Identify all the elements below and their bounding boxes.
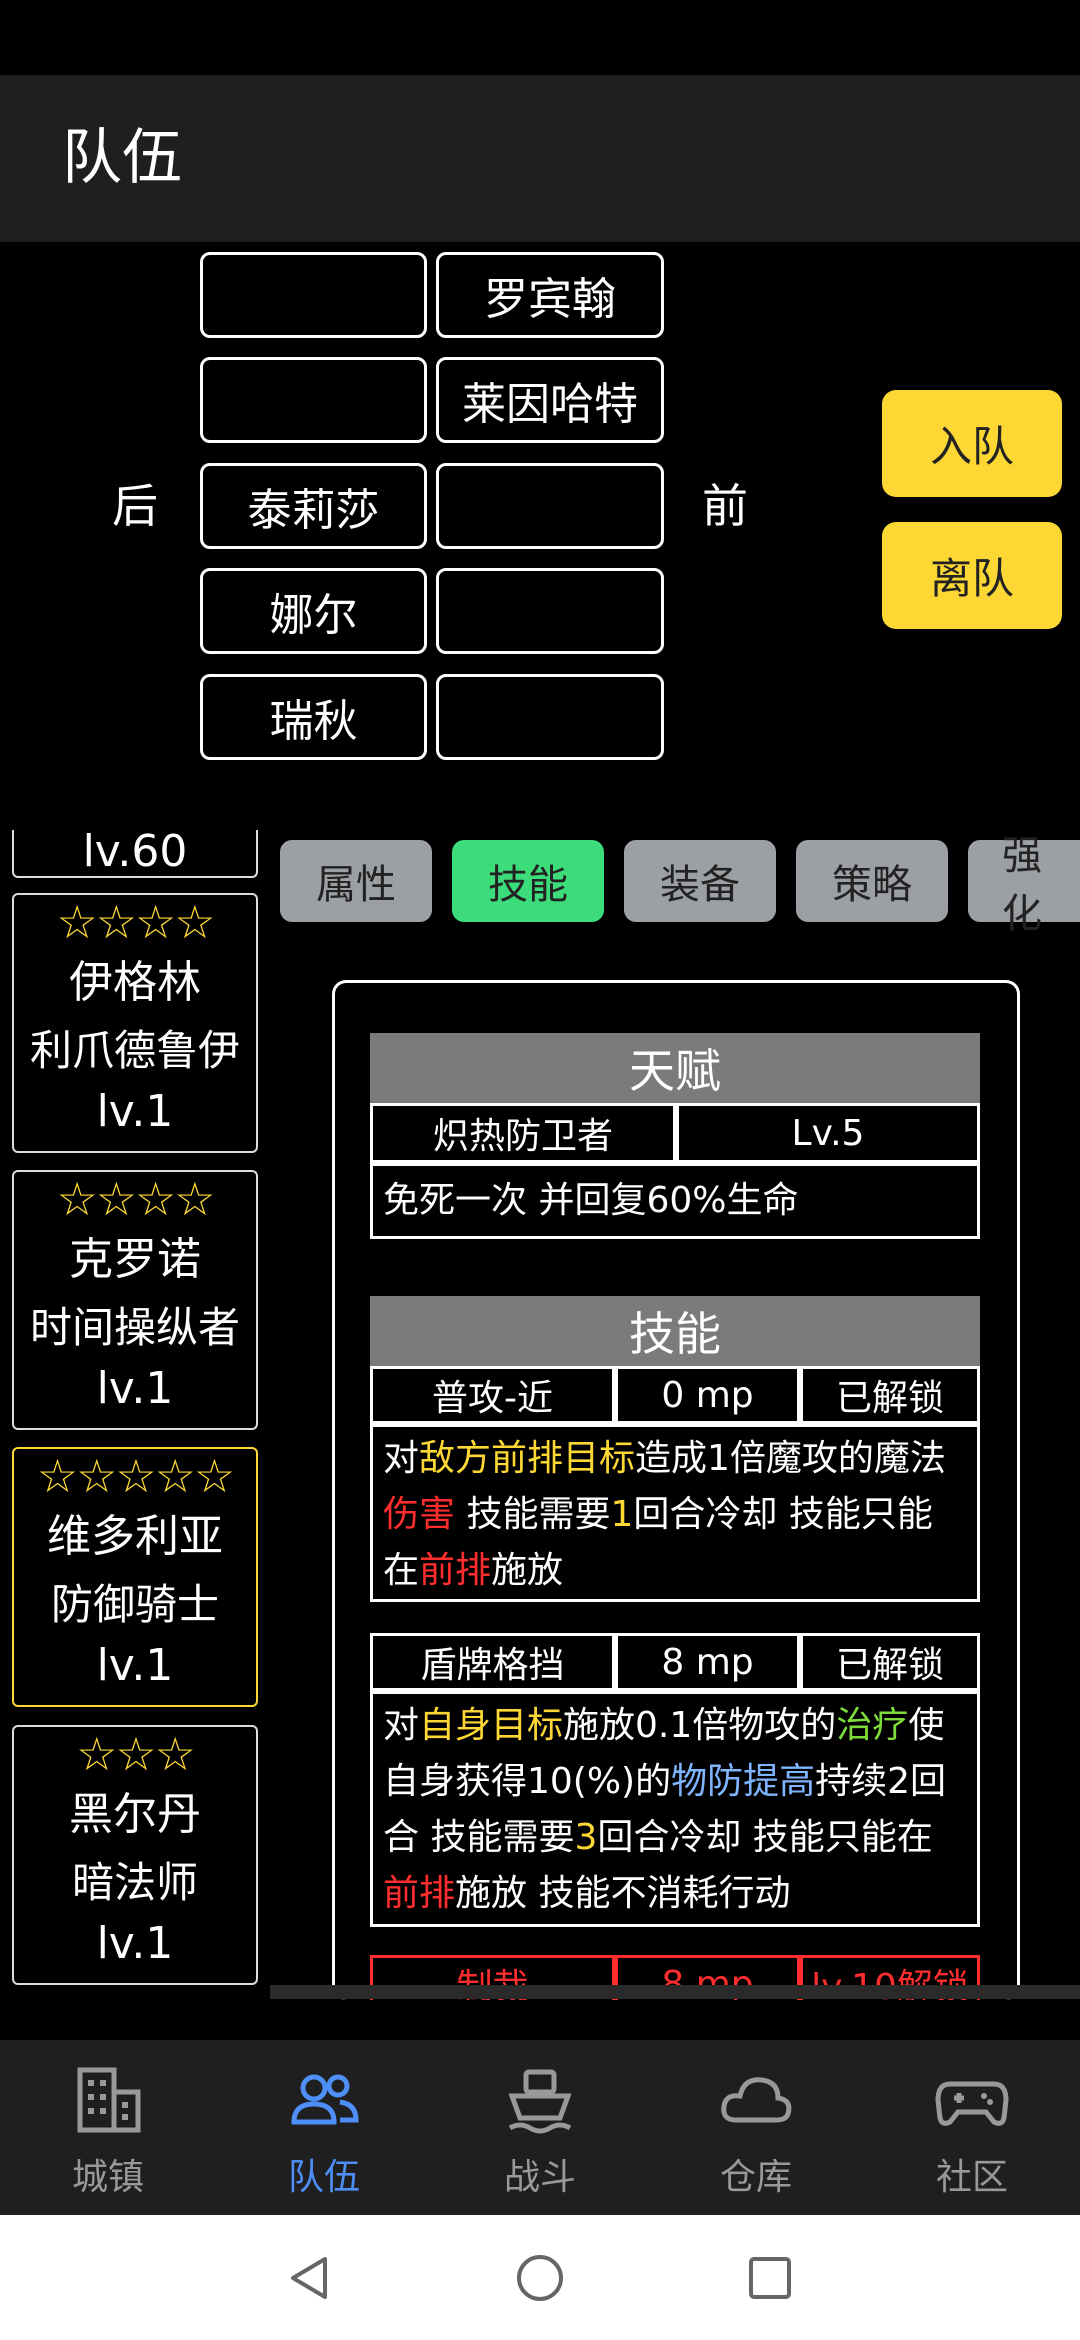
skill-mp-cost: 0 mp [615,1366,800,1424]
app-bar: 队伍 [0,75,1080,242]
formation-slot-front-5[interactable] [436,674,664,760]
hero-stars: ☆☆☆☆ [56,1172,216,1226]
formation-slot-back-4[interactable]: 娜尔 [200,568,427,654]
formation-slot-back-3[interactable]: 泰莉莎 [200,463,427,549]
skills-heading: 技能 [370,1296,980,1366]
skill-status: 已解锁 [800,1366,980,1424]
hero-class: 暗法师 [71,1858,198,1907]
back-icon[interactable] [285,2253,335,2303]
team-icon [291,2074,359,2125]
hero-stars: ☆☆☆☆☆ [36,1449,235,1503]
nav-team[interactable]: 队伍 [216,2040,432,2215]
talent-heading: 天赋 [370,1033,980,1103]
status-bar [0,0,1080,75]
bottom-navigation: 城镇 队伍 战斗 仓库 社区 [0,2040,1080,2215]
formation-slot-back-2[interactable] [200,357,427,443]
hero-name: 维多利亚 [47,1511,223,1562]
ship-icon [508,2069,572,2134]
tab-equipment[interactable]: 装备 [624,840,776,922]
hero-level: lv.60 [82,830,188,877]
skill-name: 盾牌格挡 [370,1633,615,1691]
hero-card[interactable]: ☆☆☆☆ 克罗诺 时间操纵者 lv.1 [12,1170,258,1430]
talent-name: 炽热防卫者 [370,1103,676,1163]
hero-class: 利爪德鲁伊 [29,1026,240,1075]
back-row-label: 后 [112,479,158,533]
leave-team-button[interactable]: 离队 [882,522,1062,629]
tab-strategy[interactable]: 策略 [796,840,948,922]
skill-description: 对自身目标施放0.1倍物攻的治疗使自身获得10(%)的物防提高持续2回合 技能需… [370,1691,980,1927]
system-navigation-bar [0,2215,1080,2340]
hero-stars: ☆☆☆☆ [56,895,216,949]
nav-storage[interactable]: 仓库 [648,2040,864,2215]
hero-name: 伊格林 [69,957,201,1008]
cloud-icon [721,2077,792,2123]
hero-card-selected[interactable]: ☆☆☆☆☆ 维多利亚 防御骑士 lv.1 [12,1447,258,1707]
skill-panel[interactable]: 天赋 炽热防卫者 Lv.5 免死一次 并回复60%生命 技能 普攻-近 0 mp… [332,980,1020,2000]
formation-slot-back-1[interactable] [200,252,427,338]
hero-card[interactable]: ☆☆☆ 黑尔丹 暗法师 lv.1 [12,1725,258,1985]
tab-enhance[interactable]: 强化 [968,833,1080,937]
tab-skills[interactable]: 技能 [452,840,604,922]
hero-level: lv.1 [96,1918,174,1969]
building-icon [77,2067,141,2133]
nav-label: 队伍 [287,2157,360,2198]
hero-name: 黑尔丹 [69,1789,201,1840]
nav-label: 社区 [935,2157,1008,2198]
front-row-label: 前 [702,479,748,533]
hero-card[interactable]: ☆☆☆☆ 伊格林 利爪德鲁伊 lv.1 [12,893,258,1153]
hero-class: 时间操纵者 [29,1303,240,1352]
hero-level: lv.1 [96,1640,174,1691]
skill-description: 对敌方前排目标造成1倍魔攻的魔法伤害 技能需要1回合冷却 技能只能在前排施放 [370,1424,980,1602]
skill-name: 普攻-近 [370,1366,615,1424]
recents-icon[interactable] [745,2253,795,2303]
nav-community[interactable]: 社区 [864,2040,1080,2215]
tab-attributes[interactable]: 属性 [280,840,432,922]
formation-slot-front-1[interactable]: 罗宾翰 [436,252,664,338]
nav-label: 战斗 [503,2157,576,2198]
talent-description: 免死一次 并回复60%生命 [370,1163,980,1239]
hero-level: lv.1 [96,1086,174,1137]
talent-level: Lv.5 [676,1103,980,1163]
hero-class: 防御骑士 [50,1580,219,1629]
nav-label: 仓库 [719,2157,792,2198]
formation-slot-front-2[interactable]: 莱因哈特 [436,357,664,443]
formation-slot-front-3[interactable] [436,463,664,549]
join-team-button[interactable]: 入队 [882,390,1062,497]
gamepad-icon [935,2081,1009,2126]
formation-slot-back-5[interactable]: 瑞秋 [200,674,427,760]
hero-card[interactable]: lv.60 [12,830,258,878]
nav-label: 城镇 [71,2157,144,2198]
hero-name: 克罗诺 [69,1234,201,1285]
skill-mp-cost: 8 mp [615,1633,800,1691]
skill-status: 已解锁 [800,1633,980,1691]
nav-town[interactable]: 城镇 [0,2040,216,2215]
formation-slot-front-4[interactable] [436,568,664,654]
hero-level: lv.1 [96,1363,174,1414]
nav-battle[interactable]: 战斗 [432,2040,648,2215]
horizontal-scrollbar[interactable] [270,1985,1080,1999]
hero-list[interactable]: lv.60 ☆☆☆☆ 伊格林 利爪德鲁伊 lv.1 ☆☆☆☆ 克罗诺 时间操纵者… [0,830,270,1990]
page-title: 队伍 [62,123,182,193]
home-icon[interactable] [515,2253,565,2303]
hero-stars: ☆☆☆ [76,1727,196,1781]
